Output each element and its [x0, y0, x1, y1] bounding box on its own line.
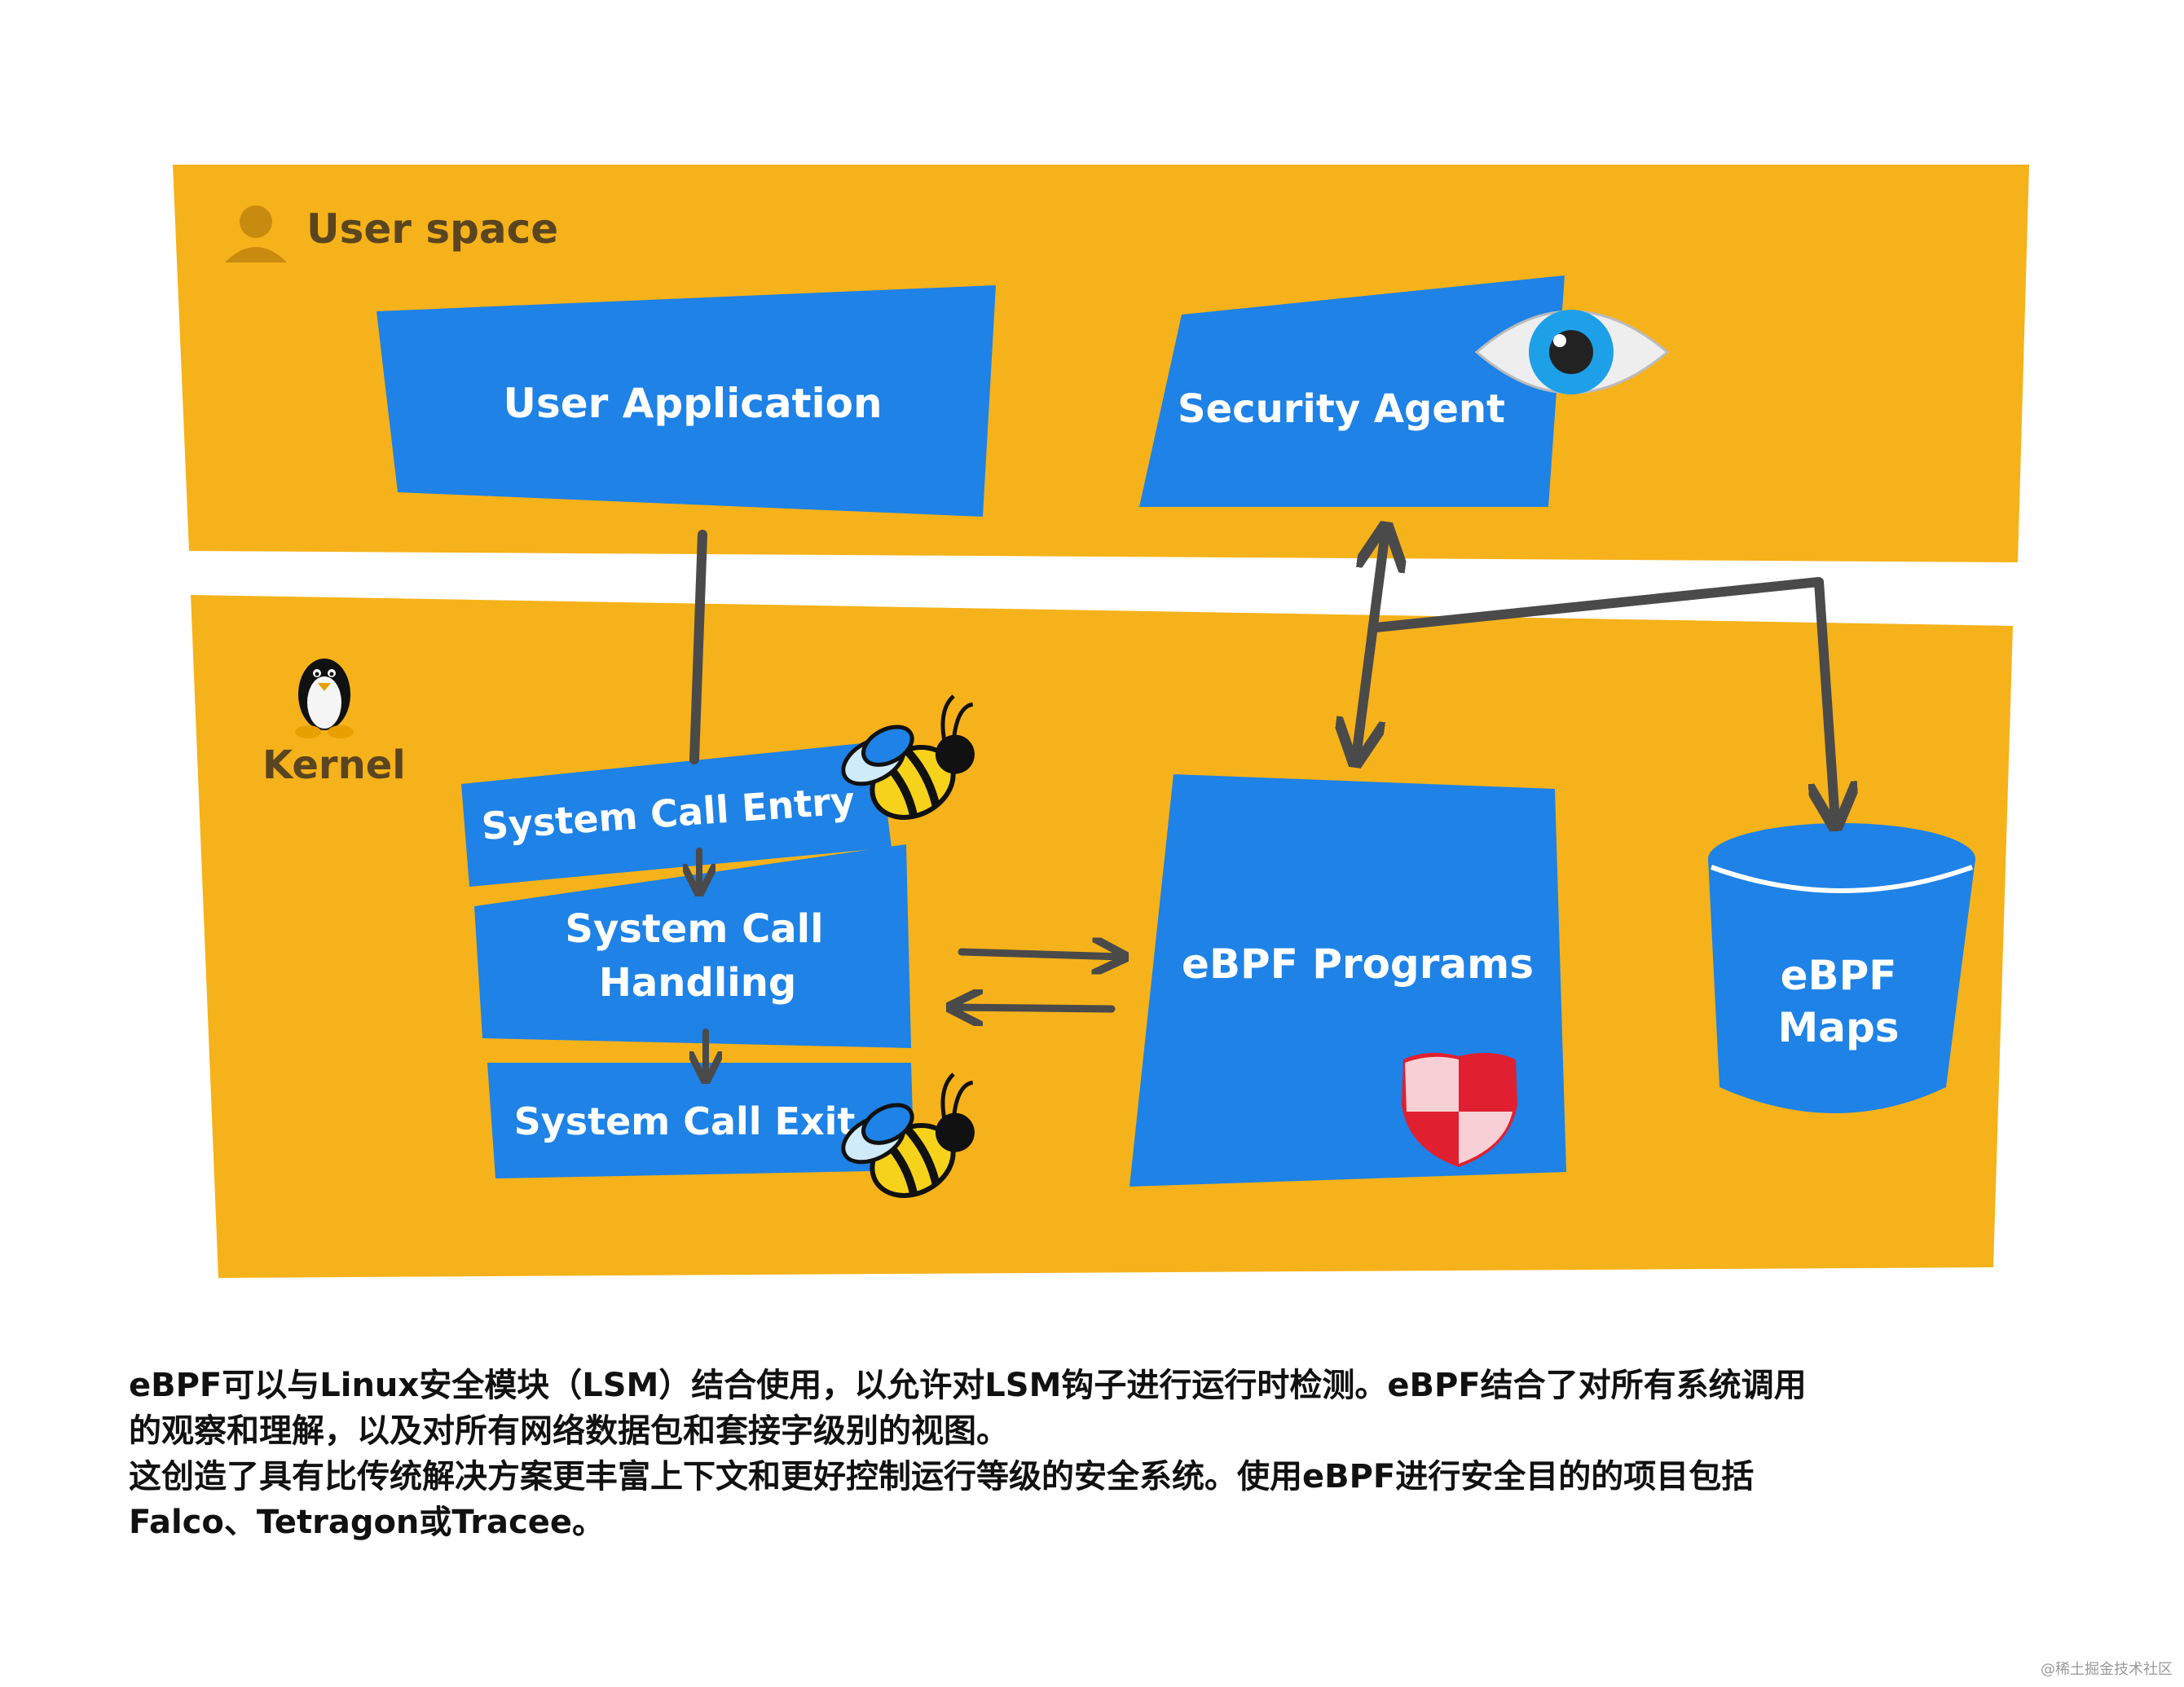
syscall-handling-label-line1: System Call [565, 906, 823, 952]
ebpf-programs-label: eBPF Programs [1182, 940, 1534, 988]
caption-line-2: 的观察和理解，以及对所有网络数据包和套接字级别的视图。 [129, 1412, 1009, 1450]
caption-line-4: Falco、Tetragon或Tracee。 [129, 1504, 605, 1541]
ebpf-maps-cylinder [1708, 823, 1975, 1113]
kernel-label: Kernel [262, 742, 406, 788]
security-agent-box [1139, 275, 1565, 507]
ebpf-maps-label-line1: eBPF [1781, 952, 1897, 999]
caption-line-3: 这创造了具有比传统解决方案更丰富上下文和更好控制运行等级的安全系统。使用eBPF… [129, 1458, 1755, 1495]
bee-icon [841, 1073, 975, 1198]
syscall-entry-box [461, 742, 892, 887]
tux-penguin-icon [295, 659, 354, 738]
ebpf-to-syscall-arrow [953, 1007, 1116, 1009]
caption-line-1: eBPF可以与Linux安全模块（LSM）结合使用，以允许对LSM钩子进行运行时… [129, 1367, 1807, 1404]
connector-arrows [694, 531, 1835, 1077]
app-to-syscall-line [689, 530, 707, 764]
user-application-box [376, 285, 996, 517]
watermark: @稀土掘金技术社区 [2041, 1661, 2173, 1678]
bee-icon [841, 694, 975, 820]
syscall-exit-box [487, 1063, 914, 1178]
syscall-to-ebpf-arrow [958, 952, 1121, 957]
syscall-handling-label-line2: Handling [599, 960, 797, 1006]
syscall-exit-label: System Call Exit [514, 1099, 856, 1143]
user-icon [225, 205, 287, 262]
eye-icon [1474, 310, 1670, 394]
user-application-label: User Application [503, 380, 882, 427]
ebpf-maps-label-line2: Maps [1777, 1004, 1899, 1051]
security-agent-label: Security Agent [1178, 386, 1505, 432]
agent-ebpf-bidirectional-arrow [1356, 531, 1385, 758]
user-space-label: User space [306, 205, 558, 253]
caption-text: eBPF可以与Linux安全模块（LSM）结合使用，以允许对LSM钩子进行运行时… [129, 1363, 1922, 1545]
agent-to-maps-bracket [1371, 577, 1835, 821]
shield-icon [1402, 1052, 1517, 1167]
syscall-handling-box [474, 844, 911, 1048]
